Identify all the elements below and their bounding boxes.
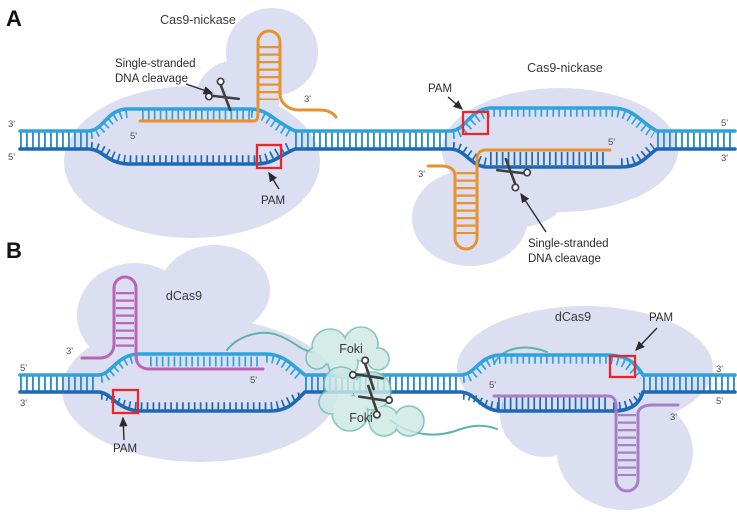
dna-end-b-right-top: 3' <box>716 364 723 375</box>
dna-top-strand-a <box>18 106 737 133</box>
arrow-pam-a-left <box>268 171 280 190</box>
sgrna-a-right-strand <box>426 148 612 251</box>
dna-end-b-right-bottom: 5' <box>716 396 723 407</box>
sgrna-b-left-3prime: 3' <box>66 346 73 357</box>
sgrna-a-left <box>138 29 338 123</box>
linker-right-upper <box>493 346 548 365</box>
panel-a-dna <box>18 106 737 169</box>
scissors-icon-b-top <box>348 356 384 391</box>
bubble-a-right-top-ticks <box>452 109 655 139</box>
sgrna-b-left-5prime: 5' <box>250 375 257 386</box>
panel-b-label: B <box>6 238 22 263</box>
arrow-pam-b-left <box>119 416 128 441</box>
fok1-label-lower: Foki <box>349 411 373 425</box>
bubble-a-left-top-ticks <box>90 110 293 139</box>
dna-end-a-left-top: 3' <box>8 119 15 130</box>
arrow-cleavage-a-right <box>520 192 547 233</box>
annotation-arrows <box>119 83 658 441</box>
cas9-nickase-label-right: Cas9-nickase <box>527 61 603 75</box>
sgrna-a-right-3prime: 3' <box>418 169 425 180</box>
cas9-nickase-label-left: Cas9-nickase <box>160 13 236 27</box>
pam-text-a-right: PAM <box>428 83 452 95</box>
arrow-cleavage-a-left <box>185 83 214 95</box>
dna-end-b-left-bottom: 3' <box>20 398 27 409</box>
scissors-icon-a-right <box>495 157 532 192</box>
sgrna-b-left <box>80 275 265 371</box>
dna-end-a-right-bottom: 3' <box>721 153 728 164</box>
dcas9-label-left: dCas9 <box>166 289 202 303</box>
cleavage-text-a-left-line1: Single-stranded <box>115 58 196 70</box>
pam-text-b-right: PAM <box>649 312 673 324</box>
sgrna-b-right-3prime: 3' <box>670 412 677 423</box>
panel-a-label: A <box>6 6 22 31</box>
cleavage-text-a-left-line2: DNA cleavage <box>115 73 188 85</box>
scissors-icon-b-bottom <box>358 384 394 419</box>
arrow-pam-a-right <box>447 96 464 110</box>
fok1-label-upper: Foki <box>339 342 363 356</box>
sgrna-b-left-strand <box>80 275 265 371</box>
sgrna-a-left-strand <box>138 29 338 123</box>
pam-box-b-left <box>111 388 140 415</box>
sgrna-a-right-5prime: 5' <box>608 137 615 148</box>
linker-left <box>226 331 313 353</box>
dna-end-b-left-top: 5' <box>20 363 27 374</box>
dna-end-a-right-top: 5' <box>721 118 728 129</box>
bubble-b-left-top-ticks <box>100 355 304 383</box>
pam-box-b-right <box>608 354 637 379</box>
pam-text-b-left: PAM <box>113 443 137 455</box>
sgrna-b-right <box>492 394 680 493</box>
scissors-icon-a-left <box>204 77 241 112</box>
bubble-a-right-bottom-ticks <box>452 142 656 166</box>
scissors-icons <box>204 77 532 419</box>
cleavage-text-a-right-line1: Single-stranded <box>528 238 609 250</box>
bubble-b-right-top-ticks <box>462 356 643 383</box>
pam-box-a-right <box>461 110 490 136</box>
sgrna-a-left-3prime: 3' <box>304 94 311 105</box>
pam-boxes <box>111 110 637 415</box>
cleavage-text-a-right-line2: DNA cleavage <box>528 253 601 265</box>
pam-text-a-left: PAM <box>261 195 285 207</box>
sgrna-a-left-5prime: 5' <box>130 131 137 142</box>
dna-end-a-left-bottom: 5' <box>8 152 15 163</box>
arrow-pam-b-right <box>635 327 658 352</box>
sgrna-a-right <box>426 148 612 251</box>
pam-box-a-left <box>255 143 283 170</box>
sgrna-b-right-5prime: 5' <box>489 380 496 391</box>
sgrna-b-right-strand <box>492 394 680 493</box>
dna-bottom-strand-a <box>18 147 737 169</box>
dcas9-label-right: dCas9 <box>555 310 591 324</box>
dcas9-blob-right <box>457 306 713 510</box>
